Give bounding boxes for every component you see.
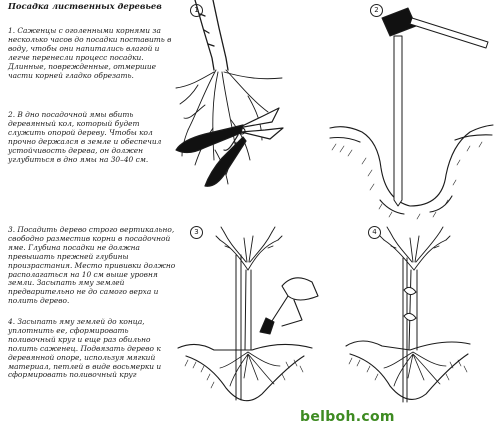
step-4-text: 4. Засыпать яму землей до конца, уплотни… xyxy=(8,317,162,380)
figure-1-root-pruning xyxy=(175,0,284,187)
diagram-title: Посадка лиственных деревьев xyxy=(8,1,162,11)
soil-hatching-3 xyxy=(184,359,304,389)
soil-hatching-2 xyxy=(331,141,483,220)
soil-hatching-4 xyxy=(348,357,468,381)
wooden-stake xyxy=(393,35,403,207)
site-watermark: belboh.com xyxy=(300,409,395,425)
roots-3 xyxy=(219,351,281,387)
figure-3-planting xyxy=(177,226,319,402)
pruning-shears xyxy=(175,107,284,187)
step-3-text: 3. Посадить дерево строго вертикально, с… xyxy=(8,225,176,306)
figure-4-tied-tree xyxy=(345,226,471,403)
figure-1-number: 1 xyxy=(190,4,203,17)
ground-3 xyxy=(177,343,313,402)
step-1-text: 1. Саженцы с оголенными корнями за неско… xyxy=(8,26,172,80)
shovel-in-hands xyxy=(259,277,319,335)
crown-4 xyxy=(379,226,451,271)
crown-3 xyxy=(215,226,283,271)
roots-4 xyxy=(383,351,447,387)
ground-surface-2 xyxy=(329,124,494,215)
trunk-and-stake-3 xyxy=(235,254,252,401)
hammer xyxy=(381,7,489,49)
step-2-text: 2. В дно посадочной ямы вбить деревянный… xyxy=(8,110,162,164)
figure-3-number: 3 xyxy=(190,226,203,239)
ground-4 xyxy=(345,340,471,400)
figure-2-stake-in-pit xyxy=(329,7,494,220)
trunk-and-stake-4 xyxy=(402,257,418,403)
figure-4-number: 4 xyxy=(368,226,381,239)
figure-2-number: 2 xyxy=(370,4,383,17)
